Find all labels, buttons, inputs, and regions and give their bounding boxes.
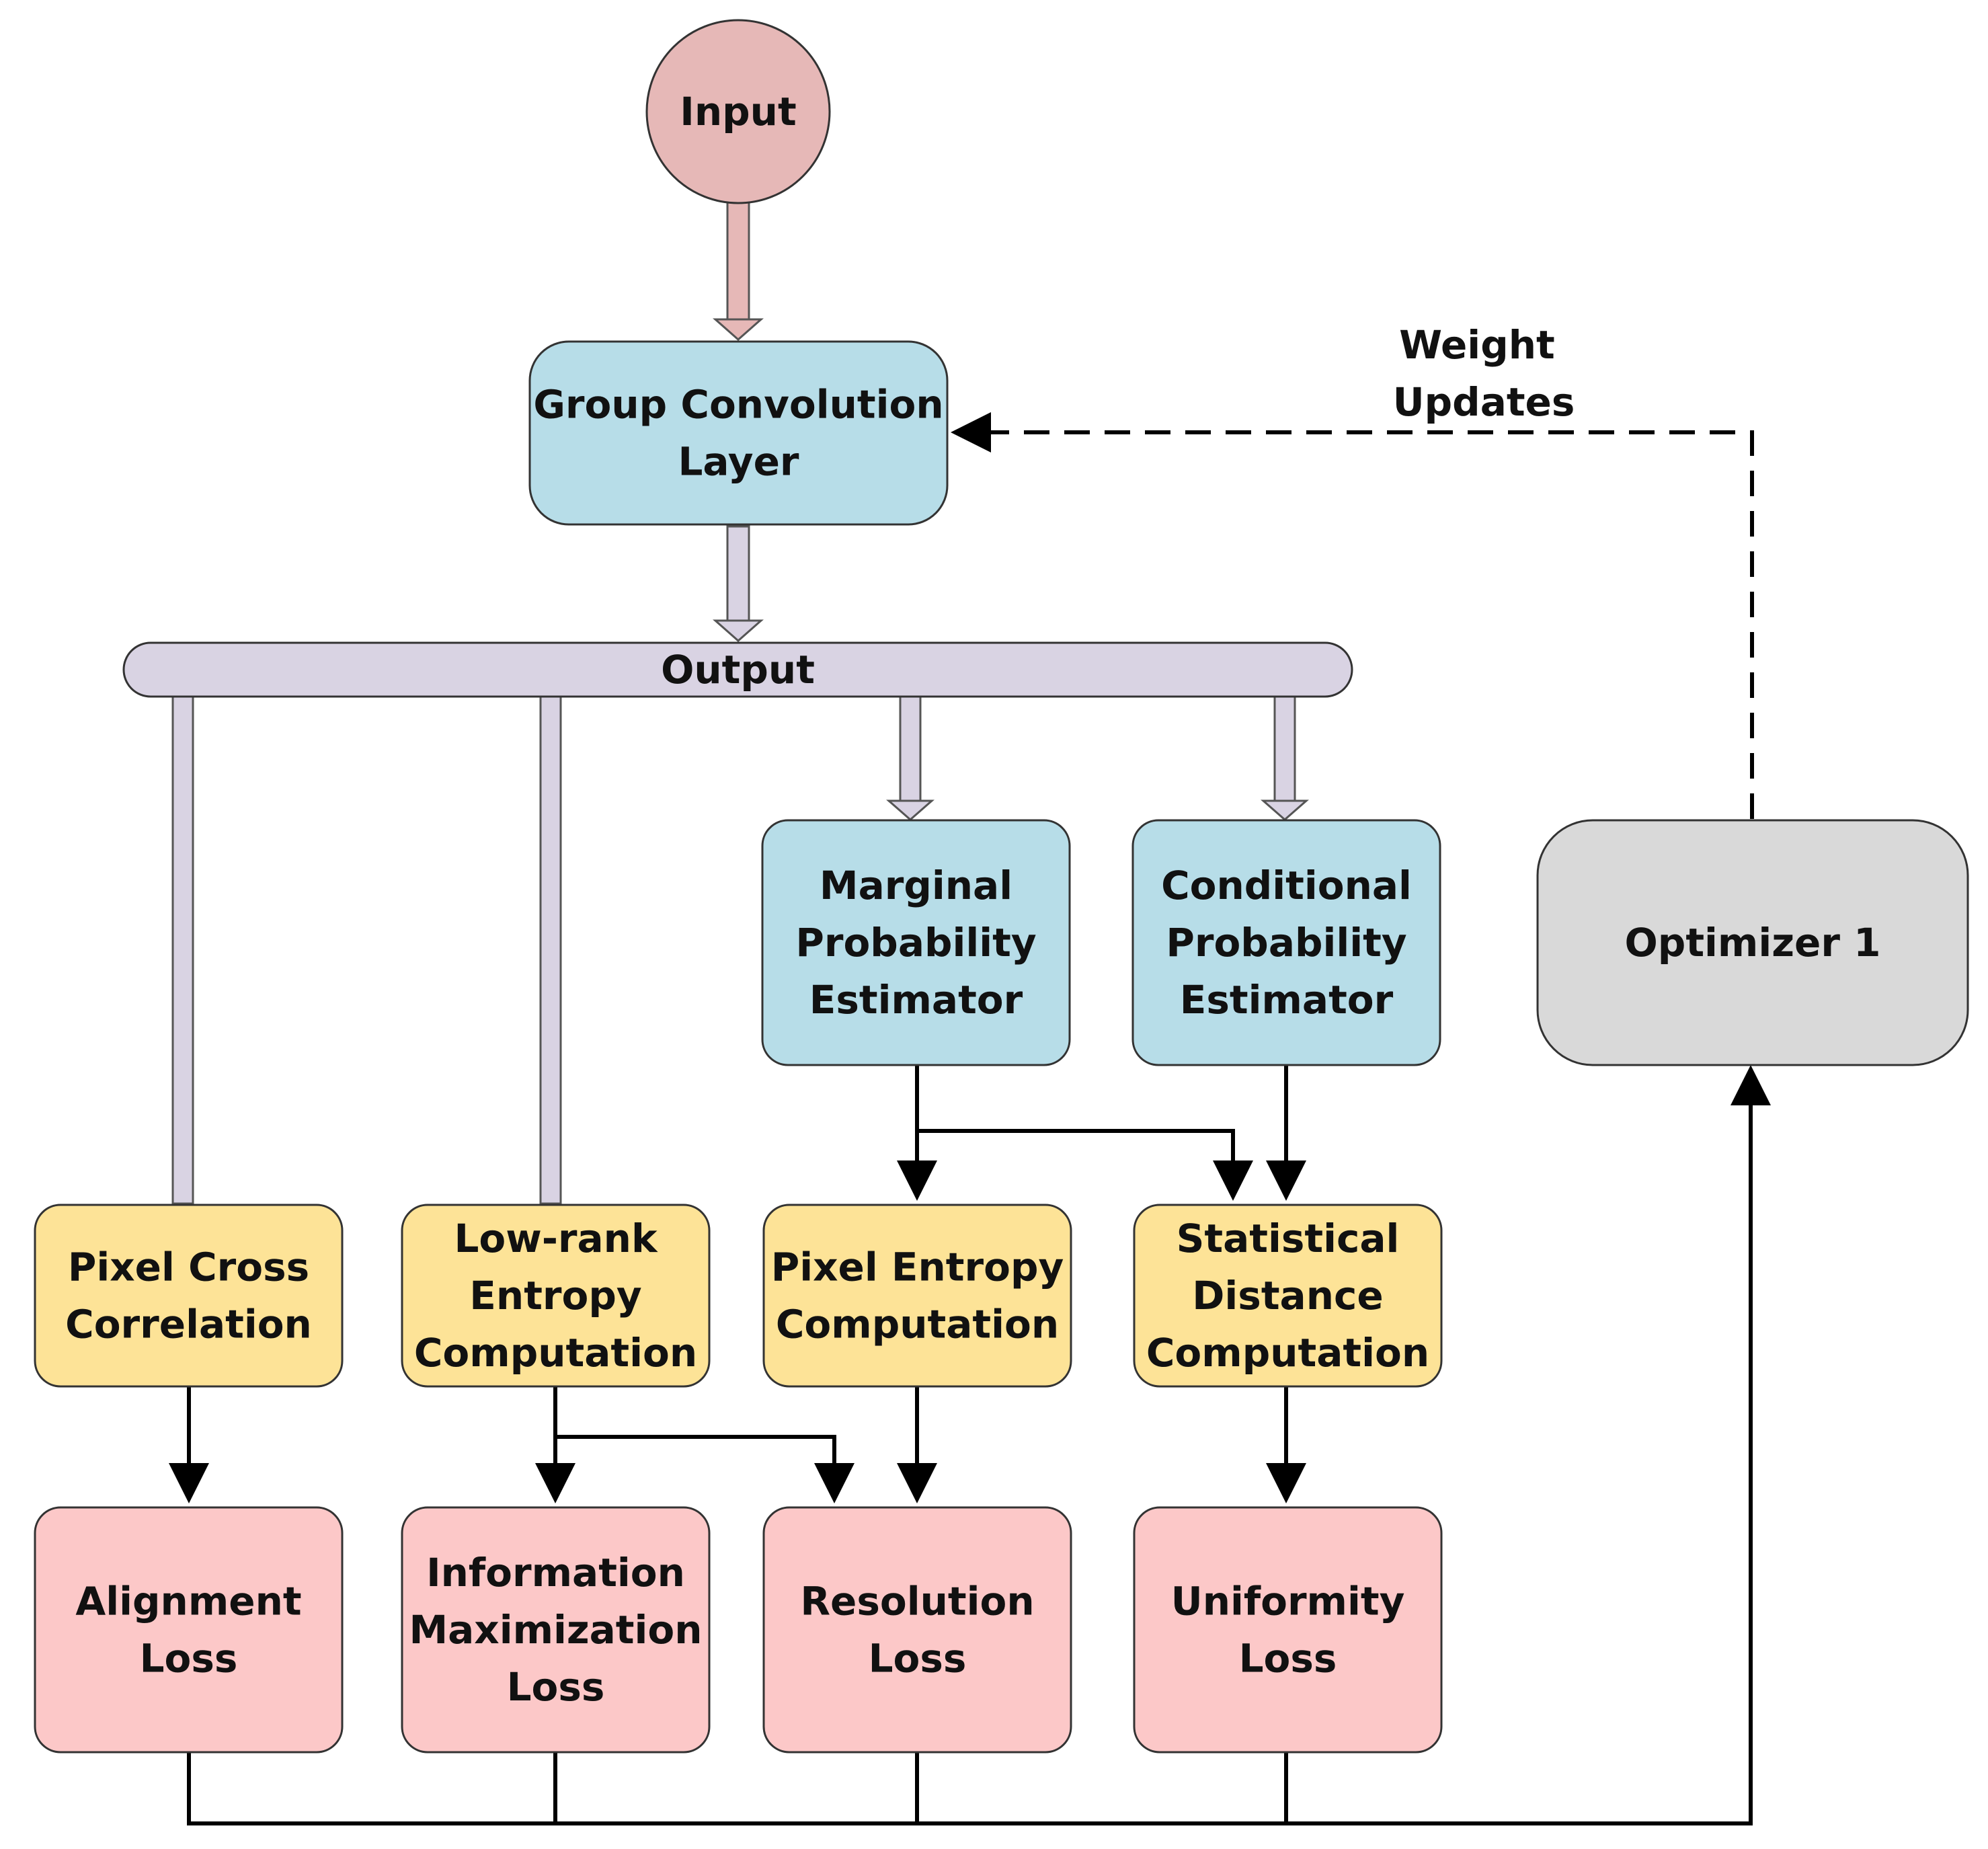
group-convolution-layer-node-label-line: Layer — [678, 439, 799, 485]
output-bar-shape — [122, 641, 1353, 698]
marginal-to-statistical-arrow — [917, 1129, 1253, 1201]
weight-updates-label-line: Weight — [1399, 322, 1555, 368]
information-maximization-loss-node-label-line: Loss — [507, 1664, 605, 1710]
alignment-loss-node-label-line: Loss — [140, 1636, 238, 1682]
input-node-label: Input — [680, 89, 796, 134]
information-maximization-loss-node-shape — [401, 1506, 711, 1754]
output-to-pixelcross-connector — [171, 695, 194, 1205]
pixel-cross-correlation-node-shape — [34, 1204, 344, 1388]
groupconv-to-output-arrow — [713, 525, 764, 643]
output-bar: Output — [122, 641, 1353, 698]
output-to-lowrank-connector — [539, 695, 562, 1205]
weight-updates-arrow — [951, 412, 1754, 819]
marginal-probability-estimator-node-shape — [761, 819, 1071, 1066]
marginal-probability-estimator-node-label-line: Probability — [795, 920, 1036, 966]
input-to-groupconv-arrow — [713, 200, 764, 342]
conditional-probability-estimator-node-shape — [1131, 819, 1441, 1066]
resolution-loss-node-shape — [762, 1506, 1072, 1754]
input-node: Input — [645, 19, 831, 204]
pixel-cross-correlation-node-label-line: Pixel Cross — [68, 1245, 309, 1290]
marginal-probability-estimator-node-label-line: Marginal — [820, 863, 1012, 908]
resolution-loss-node-label-line: Loss — [869, 1636, 967, 1682]
conditional-probability-estimator-node-label-line: Probability — [1166, 920, 1406, 966]
output-to-marginal-arrow — [886, 695, 935, 821]
optimizer-node: Optimizer 1 — [1536, 819, 1969, 1066]
optimizer-node-label: Optimizer 1 — [1625, 920, 1881, 966]
information-maximization-loss-node-label-line: Information — [426, 1550, 685, 1596]
uniformity-loss-node-shape — [1133, 1506, 1443, 1754]
uniformity-loss-node-label-line: Uniformity — [1171, 1579, 1405, 1624]
conditional-probability-estimator-node-label-line: Estimator — [1180, 977, 1394, 1023]
low-rank-entropy-computation-node-shape — [401, 1204, 711, 1388]
information-maximization-loss-node-label-line: Maximization — [409, 1607, 702, 1653]
output-to-conditional-arrow — [1261, 695, 1309, 821]
pixel-entropy-computation-node-shape — [762, 1204, 1072, 1388]
pixel-cross-correlation-node-label-line: Correlation — [65, 1302, 312, 1347]
optimizer-node-shape — [1536, 819, 1969, 1066]
losses-to-optimizer-bus — [187, 1065, 1771, 1825]
low-rank-entropy-computation-node-label-line: Entropy — [469, 1273, 641, 1319]
alignment-loss-node-shape — [34, 1506, 344, 1754]
alignment-loss-node-label-line: Alignment — [75, 1579, 301, 1624]
lowrank-to-resolution-arrow — [555, 1435, 854, 1503]
group-convolution-layer-node-shape — [528, 340, 949, 526]
pixel-entropy-computation-node-label-line: Computation — [776, 1302, 1059, 1347]
output-bar-label: Output — [661, 647, 815, 693]
output-bar-label-line: Output — [661, 647, 815, 693]
statistical-distance-computation-node-label-line: Computation — [1146, 1330, 1429, 1376]
resolution-loss-node-label-line: Resolution — [800, 1579, 1034, 1624]
low-rank-entropy-computation-node-label-line: Low-rank — [454, 1216, 658, 1261]
weight-updates-label: Weight Updates — [1393, 322, 1575, 425]
group-convolution-layer-node-label-line: Group Convolution — [533, 382, 943, 428]
statistical-distance-computation-node-shape — [1133, 1204, 1443, 1388]
weight-updates-label-line: Updates — [1393, 379, 1575, 425]
conditional-probability-estimator-node-label-line: Conditional — [1161, 863, 1412, 908]
input-node-label-line: Input — [680, 89, 796, 134]
low-rank-entropy-computation-node-label-line: Computation — [414, 1330, 697, 1376]
statistical-distance-computation-node-label-line: Statistical — [1177, 1216, 1400, 1261]
uniformity-loss-node-label-line: Loss — [1239, 1636, 1337, 1682]
optimizer-node-label-line: Optimizer 1 — [1625, 920, 1881, 966]
statistical-distance-computation-node-label-line: Distance — [1192, 1273, 1383, 1319]
input-node-shape — [645, 19, 831, 204]
marginal-probability-estimator-node-label-line: Estimator — [809, 977, 1023, 1023]
pixel-entropy-computation-node-label-line: Pixel Entropy — [771, 1245, 1064, 1290]
